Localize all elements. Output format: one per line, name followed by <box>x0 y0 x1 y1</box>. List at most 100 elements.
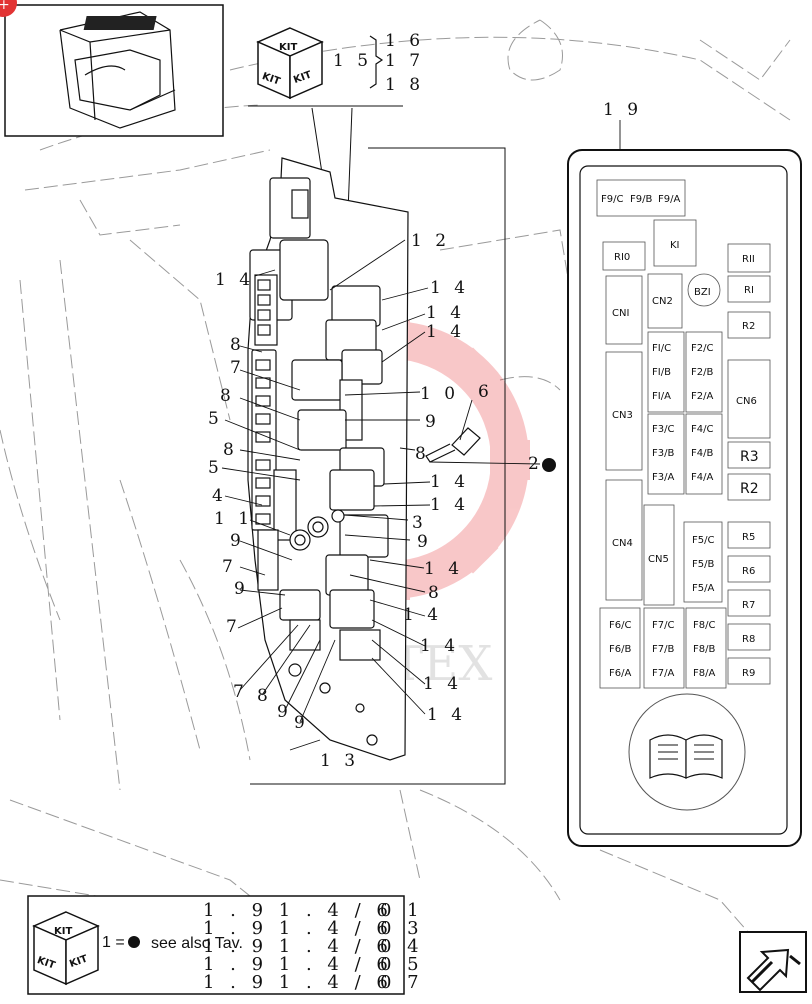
fuse-f5a: F5/A <box>692 583 714 594</box>
legend-suffix-4: 0 5 <box>380 954 424 975</box>
relay-r11: RII <box>742 254 755 265</box>
callout-3: 3 <box>412 513 427 533</box>
leader-lines <box>221 120 621 751</box>
callout-4: 4 <box>212 486 227 506</box>
callout-18: 1 8 <box>385 75 424 95</box>
callout-15: 1 5 <box>333 51 372 71</box>
fuse-f4c: F4/C <box>691 424 713 435</box>
callout-9-a: 9 <box>425 412 440 432</box>
relay-r9: R9 <box>742 668 755 679</box>
callout-5-b: 5 <box>208 458 223 478</box>
callout-9-b: 9 <box>230 531 245 551</box>
fuse-f9b: F9/B <box>630 194 652 205</box>
callout-8-c: 8 <box>223 440 238 460</box>
callout-14-a: 1 4 <box>215 270 254 290</box>
fuse-f9c: F9/C <box>601 194 623 205</box>
connector-cn5: CN5 <box>648 554 669 565</box>
manual-book-icon <box>628 693 746 811</box>
relay-r1: RI <box>744 285 754 296</box>
cab-inset-thumbnail: + <box>0 0 224 137</box>
callout-14-g: 1 4 <box>424 559 463 579</box>
fuse-f2a: F2/A <box>691 391 713 402</box>
legend-suffix-2: 0 3 <box>380 918 424 939</box>
connector-cn4: CN4 <box>612 538 633 549</box>
relay-r3: R3 <box>740 449 759 465</box>
fuse-f7a: F7/A <box>652 668 674 679</box>
callout-5-a: 5 <box>208 409 223 429</box>
fuse-f8c: F8/C <box>693 620 715 631</box>
fuse-f3a: F3/A <box>652 472 674 483</box>
callout-12: 1 2 <box>411 231 450 251</box>
kit-cube-top: KIT KIT KIT <box>256 27 324 100</box>
callout-9-c: 9 <box>417 532 432 552</box>
fuse-f6c: F6/C <box>609 620 631 631</box>
legend-ref-4: 1 . 9 1 . 4 / 6 <box>203 954 393 975</box>
bolt-part <box>425 427 481 463</box>
fuse-f8b: F8/B <box>693 644 715 655</box>
legend-ref-3: 1 . 9 1 . 4 / 6 <box>203 936 393 957</box>
callout-10: 1 0 <box>420 384 459 404</box>
callout-7-c: 7 <box>226 617 241 637</box>
fuse-f5c: F5/C <box>692 535 714 546</box>
callout-11: 1 1 <box>214 509 253 529</box>
legend-kit-top: KIT <box>54 926 72 937</box>
relay-r2-bottom: R2 <box>740 481 759 497</box>
connector-cn1: CNI <box>612 308 629 319</box>
callouts: 1 4 1 2 1 4 1 4 1 4 8 7 1 0 6 8 5 9 8 8 … <box>208 100 642 771</box>
callout-8-b: 8 <box>220 386 235 406</box>
legend-eq: 1 = <box>102 934 125 951</box>
fuse-f1c: FI/C <box>652 343 671 354</box>
fuse-f7c: F7/C <box>652 620 674 631</box>
fuse-f3c: F3/C <box>652 424 674 435</box>
callout-14-f: 1 4 <box>430 495 469 515</box>
fuse-f6a: F6/A <box>609 668 631 679</box>
callout-6: 6 <box>478 382 493 402</box>
relay-r5: R5 <box>742 532 755 543</box>
reference-dot <box>542 458 556 472</box>
callout-7-d: 7 <box>233 682 248 702</box>
next-page-arrow-icon[interactable] <box>739 931 807 993</box>
fuse-f4a: F4/A <box>691 472 713 483</box>
relay-r2-top: R2 <box>742 321 755 332</box>
relay-r10: RI0 <box>614 252 630 263</box>
legend-ref-2: 1 . 9 1 . 4 / 6 <box>203 918 393 939</box>
relay-r7: R7 <box>742 600 755 611</box>
inset-tag: + <box>0 0 10 13</box>
legend-suffix-3: 0 4 <box>380 936 424 957</box>
callout-14-i: 1 4 <box>420 636 459 656</box>
fuse-f2c: F2/C <box>691 343 713 354</box>
fuse-f1b: FI/B <box>652 367 671 378</box>
callout-14-e: 1 4 <box>430 472 469 492</box>
callout-8-a: 8 <box>230 335 245 355</box>
callout-16: 1 6 <box>385 31 424 51</box>
fuse-bracket-plate <box>247 157 409 761</box>
fuse-f5b: F5/B <box>692 559 714 570</box>
fuse-f1a: FI/A <box>652 391 671 402</box>
callout-9-e: 9 <box>277 702 292 722</box>
callout-19: 1 9 <box>603 100 642 120</box>
fuse-f8a: F8/A <box>693 668 715 679</box>
callout-14-j: 1 4 <box>423 674 462 694</box>
buzzer-bz1: BZI <box>694 287 711 298</box>
callout-8-e: 8 <box>428 583 443 603</box>
legend-note: see also Tav. <box>151 935 243 952</box>
callout-8-f: 8 <box>257 686 272 706</box>
callout-14-d: 1 4 <box>426 322 465 342</box>
connector-cn6: CN6 <box>736 396 757 407</box>
callout-17: 1 7 <box>385 51 424 71</box>
legend-ref-5: 1 . 9 1 . 4 / 6 <box>203 972 393 993</box>
fuse-f9a: F9/A <box>658 194 680 205</box>
legend-ref-1: 1 . 9 1 . 4 / 6 <box>203 900 393 921</box>
kit-label-top: KIT <box>279 42 297 53</box>
callout-8-d: 8 <box>415 444 430 464</box>
callout-14-h: 1 4 <box>403 605 442 625</box>
callout-14-k: 1 4 <box>427 705 466 725</box>
connector-cn2: CN2 <box>652 296 673 307</box>
callout-13: 1 3 <box>320 751 359 771</box>
relay-r6: R6 <box>742 566 755 577</box>
relay-ki: KI <box>670 240 680 251</box>
callout-9-f: 9 <box>294 713 309 733</box>
legend-box: KIT KIT KIT 1 = see also Tav. 1 . 9 1 . … <box>27 895 424 995</box>
legend-suffix-1: 0 1 <box>380 900 424 921</box>
